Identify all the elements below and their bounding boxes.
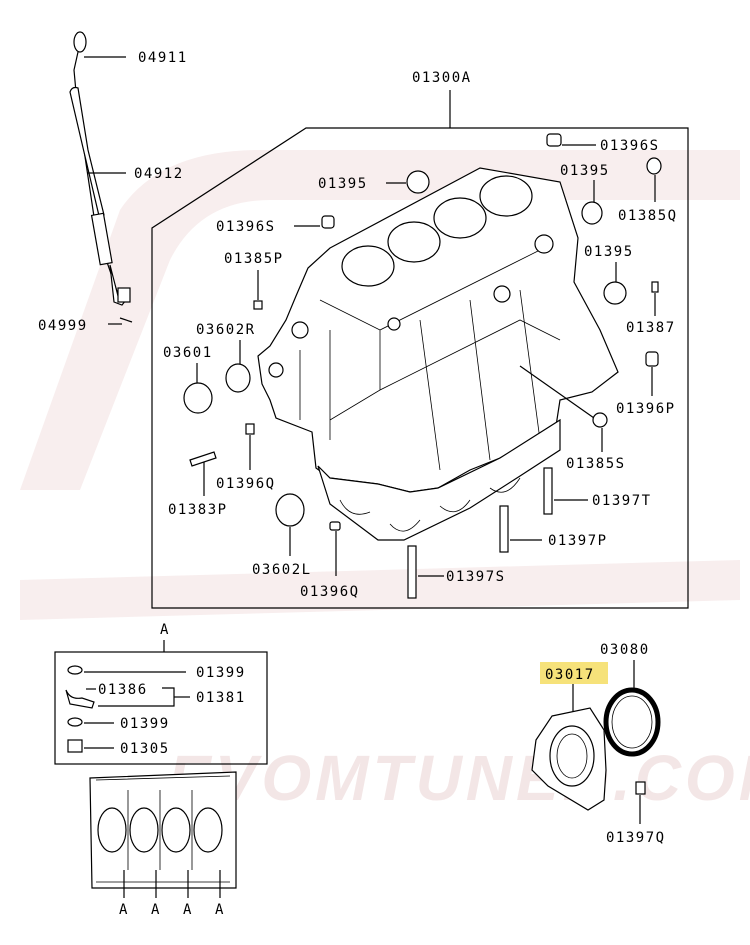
dipstick-tube-fitting (117, 287, 131, 303)
label-01396Q-bottom: 01396Q (300, 584, 360, 600)
bore-1 (341, 245, 395, 287)
label-bottom-A3: A (183, 902, 193, 918)
pin-01396Q-bottom-shape (329, 521, 341, 531)
bore-4 (479, 175, 533, 217)
bore-3 (433, 197, 487, 239)
label-04911: 04911 (138, 50, 188, 66)
seal-case-inner (556, 733, 588, 779)
bush-03602L-shape (275, 493, 305, 527)
underside-bore-1 (97, 807, 127, 853)
seal-03080-shape (603, 687, 661, 757)
seal-03080-inner (611, 695, 653, 749)
label-01396Q-left: 01396Q (216, 476, 276, 492)
label-01385Q: 01385Q (618, 208, 678, 224)
label-01395-right: 01395 (584, 244, 634, 260)
label-01385S: 01385S (566, 456, 626, 472)
stud-01383P-shape (189, 451, 217, 467)
bolt-01397T-shape (543, 467, 553, 515)
block-port-1 (291, 321, 309, 339)
label-bottom-A1: A (119, 902, 129, 918)
block-port-4 (387, 317, 401, 331)
cylinder-block (257, 167, 619, 541)
plug-01385S-shape (592, 412, 608, 428)
highlight-03017 (540, 662, 608, 684)
label-01397Q: 01397Q (606, 830, 666, 846)
block-port-5 (493, 285, 511, 303)
label-01397S: 01397S (446, 569, 506, 585)
oring-01399-top-shape (67, 665, 83, 675)
label-04912: 04912 (134, 166, 184, 182)
oring-01399-mid-shape (67, 717, 83, 727)
block-bearing-saddles (339, 477, 521, 532)
block-ribs (299, 289, 541, 471)
block-skirt (317, 418, 561, 541)
plug-01396S-left-shape (321, 215, 335, 229)
label-01395-right-top: 01395 (560, 163, 610, 179)
label-03602R: 03602R (196, 322, 256, 338)
label-01396S-left: 01396S (216, 219, 276, 235)
block-webs (319, 249, 561, 421)
underside-bore-4 (193, 807, 223, 853)
underside-webs (127, 790, 193, 870)
label-bottom-A4: A (215, 902, 225, 918)
assembly-frame (151, 127, 689, 609)
label-01396P: 01396P (616, 401, 676, 417)
bore-2 (387, 221, 441, 263)
pin-01396Q-left-shape (245, 423, 255, 435)
label-01386: 01386 (98, 682, 148, 698)
watermark: EVOMTUNED.COM (168, 742, 750, 814)
label-01399-mid: 01399 (120, 716, 170, 732)
label-01385P: 01385P (224, 251, 284, 267)
label-01397P: 01397P (548, 533, 608, 549)
label-01399-top: 01399 (196, 665, 246, 681)
watermark-swoosh (20, 150, 740, 490)
block-port-3 (268, 362, 284, 378)
plug-01396P-shape (645, 351, 659, 367)
dipstick-assembly (69, 31, 133, 325)
underside-bore-3 (161, 807, 191, 853)
dipstick-tube-sleeve (90, 212, 113, 266)
bush-03602R-shape (225, 363, 251, 393)
label-01396S-top: 01396S (600, 138, 660, 154)
label-04999: 04999 (38, 318, 88, 334)
bolt-01397Q-shape (635, 781, 646, 795)
plug-01385Q-shape (646, 157, 662, 175)
label-03017: 03017 (545, 667, 595, 683)
label-01383P: 01383P (168, 502, 228, 518)
jet-01386-shape (65, 689, 95, 709)
label-01305: 01305 (120, 741, 170, 757)
block-port-2 (534, 234, 554, 254)
underside-edges (95, 775, 231, 883)
dipstick-tube (69, 86, 105, 222)
leader-01385S-top (519, 365, 595, 419)
tube-bolt-shape (119, 317, 133, 323)
plug-01395-top-shape (406, 170, 430, 194)
label-01395-top: 01395 (318, 176, 368, 192)
plug-01395-right-shape (603, 281, 627, 305)
label-01397T: 01397T (592, 493, 652, 509)
bolt-01305-shape (67, 739, 83, 753)
label-01300A: 01300A (412, 70, 472, 86)
label-03602L: 03602L (252, 562, 312, 578)
block-underside-view (89, 771, 237, 898)
label-detail-A: A (160, 622, 170, 638)
label-bottom-A2: A (151, 902, 161, 918)
dipstick-ring (73, 31, 87, 53)
label-03601: 03601 (163, 345, 213, 361)
watermark-band (20, 560, 740, 620)
label-03080: 03080 (600, 642, 650, 658)
underside-bore-2 (129, 807, 159, 853)
bolt-01397P-shape (499, 505, 509, 553)
label-01387: 01387 (626, 320, 676, 336)
label-01381: 01381 (196, 690, 246, 706)
plug-01395-right-top-shape (581, 201, 603, 225)
plug-01385P-shape (253, 300, 263, 310)
plug-01396S-top-shape (546, 133, 562, 147)
bush-03601-shape (183, 382, 213, 414)
bolt-01397S-shape (407, 545, 417, 599)
pin-01387-shape (651, 281, 659, 293)
detail-A-box (54, 651, 268, 765)
